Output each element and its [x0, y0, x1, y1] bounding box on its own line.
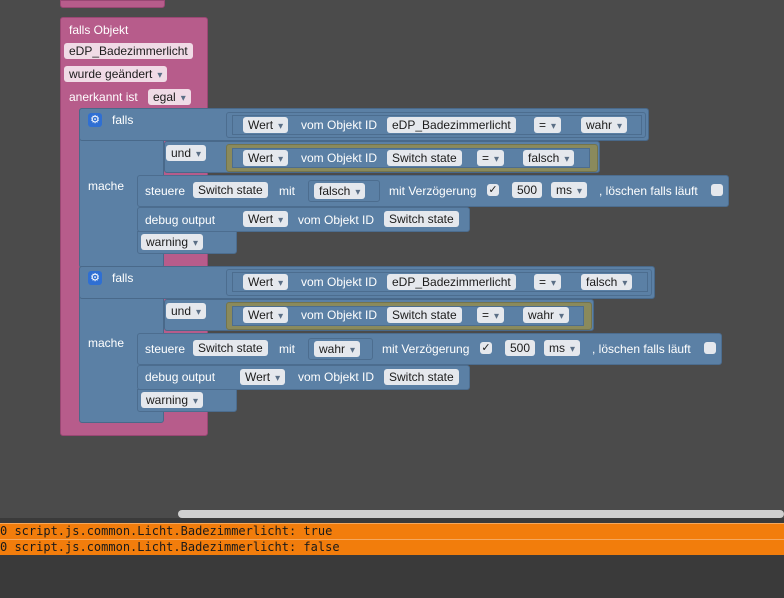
if2-cond1-id-field[interactable]: eDP_Badezimmerlicht [387, 274, 516, 290]
if2-cond2-vom-label: vom Objekt ID [301, 308, 378, 322]
if1-cond2-vom-label: vom Objekt ID [301, 151, 378, 165]
if2-falls-label: falls [112, 271, 134, 285]
if1-falls-label: falls [112, 113, 134, 127]
if2-cond2-val-dropdown[interactable]: wahr [523, 307, 570, 323]
ack-dropdown[interactable]: egal [148, 89, 191, 105]
ack-label: anerkannt ist [69, 90, 138, 104]
if1-cond1-val-dropdown[interactable]: wahr [581, 117, 628, 133]
if1-ms-dropdown[interactable]: ms [551, 182, 588, 198]
if2-mit-label: mit [279, 342, 295, 356]
if1-mache-label: mache [88, 179, 125, 193]
if1-cond1-op-dropdown[interactable]: = [534, 117, 562, 133]
if1-cond2-id-field[interactable]: Switch state [387, 150, 462, 166]
event-title: falls Objekt [69, 23, 129, 37]
if2-clear-label: , löschen falls läuft [592, 342, 691, 356]
if2-steuere-label: steuere [145, 342, 186, 356]
if2-clear-checkbox[interactable] [704, 342, 716, 354]
if2-debug-label: debug output [145, 370, 216, 384]
if1-delay-label: mit Verzögerung [389, 184, 477, 198]
if2-mache-label: mache [88, 336, 125, 350]
if2-cond1-op-dropdown[interactable]: = [534, 274, 562, 290]
if2-ms-dropdown[interactable]: ms [544, 340, 581, 356]
if1-clear-checkbox[interactable] [711, 184, 723, 196]
if2-und-dropdown[interactable]: und [166, 303, 207, 319]
if1-cond1-id-field[interactable]: eDP_Badezimmerlicht [387, 117, 516, 133]
if1-control-val-dropdown[interactable]: falsch [314, 183, 366, 199]
if2-cond1-val-dropdown[interactable]: falsch [581, 274, 633, 290]
log-line: 0 script.js.common.Licht.Badezimmerlicht… [0, 539, 784, 555]
if1-und-dropdown[interactable]: und [166, 145, 207, 161]
if1-steuere-label: steuere [145, 184, 186, 198]
if1-debug-label: debug output [145, 213, 216, 227]
if1-mit-label: mit [279, 184, 295, 198]
if2-debug-vom-label: vom Objekt ID [298, 370, 375, 384]
log-line: 0 script.js.common.Licht.Badezimmerlicht… [0, 523, 784, 539]
if1-debug-vom-label: vom Objekt ID [298, 213, 375, 227]
workspace-scrollbar[interactable] [178, 510, 784, 518]
if2-gear-icon[interactable]: ⚙ [88, 271, 102, 285]
if1-gear-icon[interactable]: ⚙ [88, 113, 102, 127]
if2-delay-label: mit Verzögerung [382, 342, 470, 356]
if1-debug-wert-dropdown[interactable]: Wert [243, 211, 289, 227]
if1-delay-checkbox[interactable]: ✓ [487, 184, 499, 196]
if1-cond2-op-dropdown[interactable]: = [477, 150, 505, 166]
if2-delay-checkbox[interactable]: ✓ [480, 342, 492, 354]
if1-cond1-vom-label: vom Objekt ID [301, 118, 378, 132]
if1-debug-level-dropdown[interactable]: warning [141, 234, 204, 250]
if2-cond2-wert-dropdown[interactable]: Wert [243, 307, 289, 323]
if1-clear-label: , löschen falls läuft [599, 184, 698, 198]
if1-debug-id-field[interactable]: Switch state [384, 211, 459, 227]
if2-cond1-wert-dropdown[interactable]: Wert [243, 274, 289, 290]
event-trigger-dropdown[interactable]: wurde geändert [64, 66, 168, 82]
if2-cond2-id-field[interactable]: Switch state [387, 307, 462, 323]
if2-ms-value-field[interactable]: 500 [505, 340, 536, 356]
if2-debug-level-dropdown[interactable]: warning [141, 392, 204, 408]
if1-cond1-wert-dropdown[interactable]: Wert [243, 117, 289, 133]
if2-debug-wert-dropdown[interactable]: Wert [240, 369, 286, 385]
if1-ms-value-field[interactable]: 500 [512, 182, 543, 198]
if2-control-id-field[interactable]: Switch state [193, 340, 268, 356]
if1-cond2-wert-dropdown[interactable]: Wert [243, 150, 289, 166]
if1-cond2-val-dropdown[interactable]: falsch [523, 150, 575, 166]
if2-control-val-dropdown[interactable]: wahr [314, 341, 361, 357]
if2-debug-id-field[interactable]: Switch state [384, 369, 459, 385]
if2-cond2-op-dropdown[interactable]: = [477, 307, 505, 323]
previous-block-stub [60, 0, 165, 8]
event-object-field[interactable]: eDP_Badezimmerlicht [64, 43, 193, 59]
if1-control-id-field[interactable]: Switch state [193, 182, 268, 198]
if2-cond1-vom-label: vom Objekt ID [301, 275, 378, 289]
